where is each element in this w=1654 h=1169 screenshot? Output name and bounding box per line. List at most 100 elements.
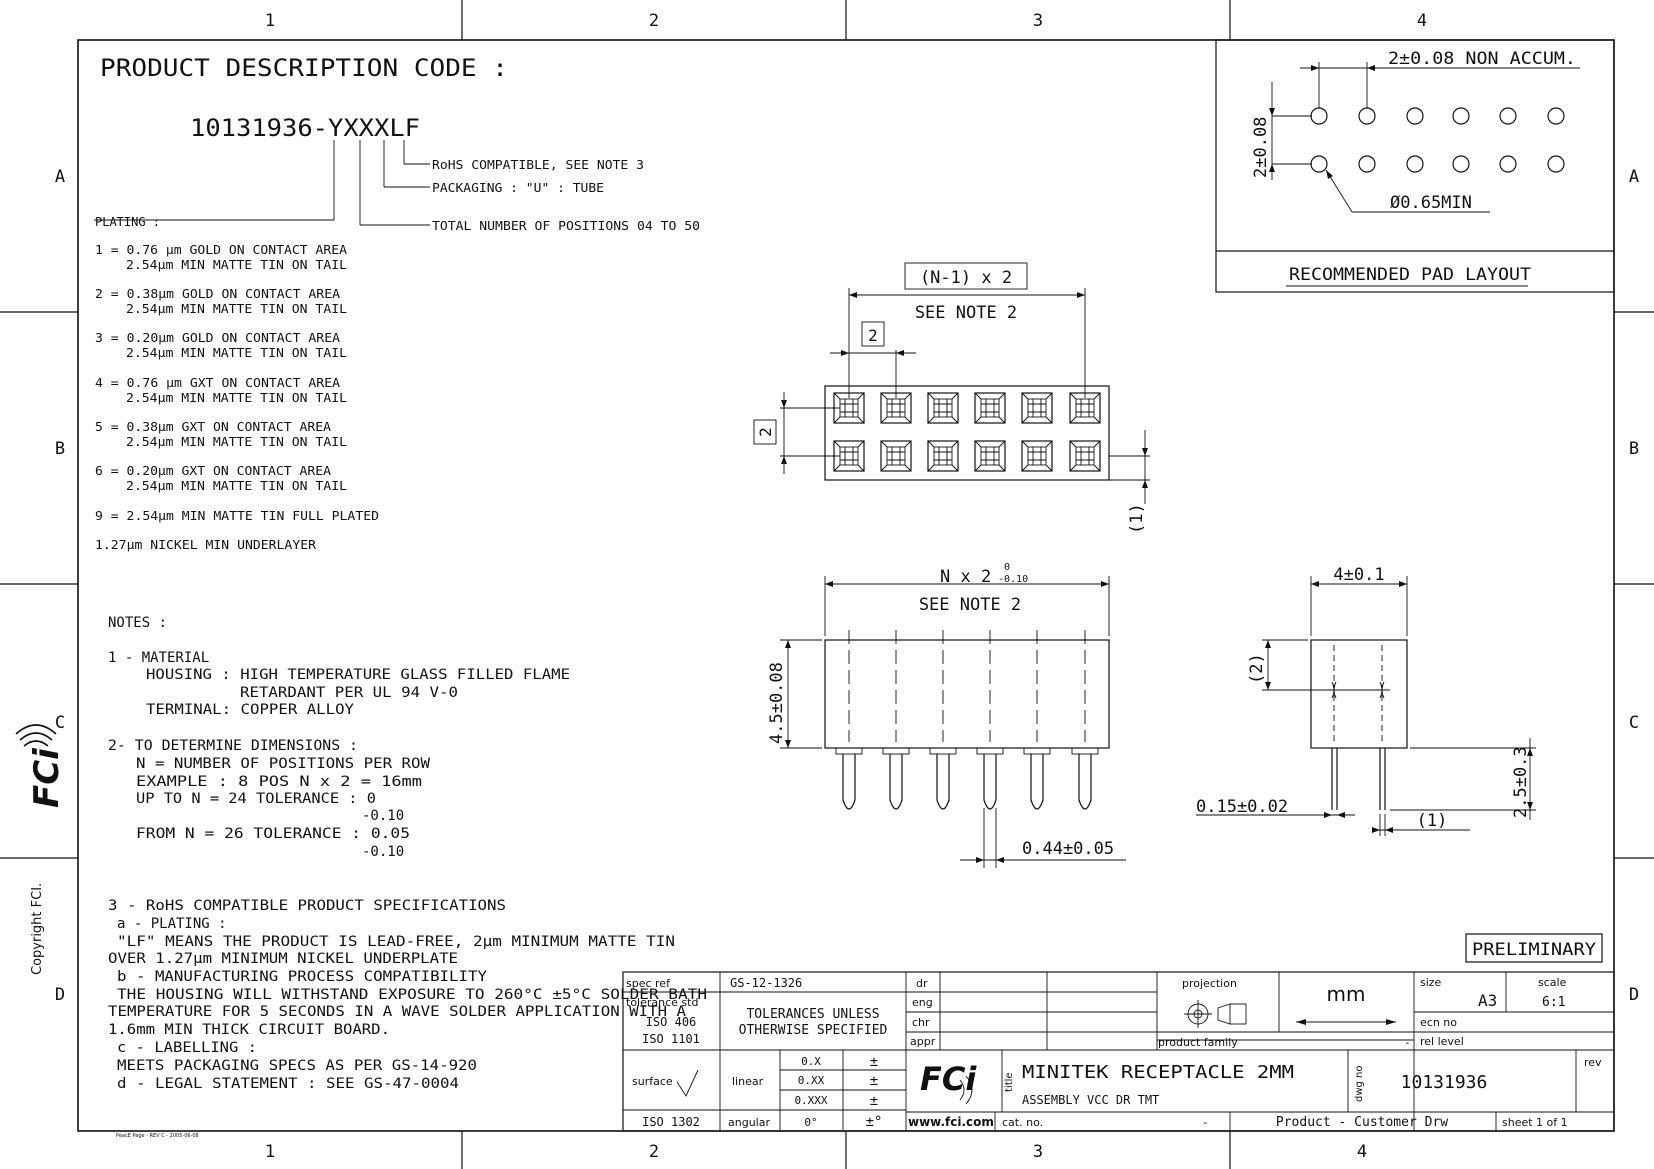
zone-row-right-D: D (1629, 985, 1639, 1005)
zone-labels: 1 2 3 4 1 2 3 4 A B C D A B C D (55, 11, 1639, 1162)
front-view-pin (929, 630, 957, 810)
note-line-18: TEMPERATURE FOR 5 SECONDS IN A WAVE SOLD… (108, 1004, 687, 1020)
pad-hole (1499, 107, 1517, 125)
contact-cavity (974, 392, 1006, 424)
pad-pitch-label: 2±0.08 NON ACCUM. (1388, 49, 1576, 69)
note-line-7: EXAMPLE : 8 POS N x 2 = 16mm (136, 774, 422, 790)
side-logo-waves-icon (15, 724, 57, 747)
zone-col-top-4: 4 (1417, 11, 1427, 31)
contact-cavity (880, 440, 912, 472)
front-view-pins (835, 630, 1099, 810)
plating-1-line2: 2.54µm MIN MATTE TIN ON TAIL (126, 258, 347, 272)
tb-sheet: sheet 1 of 1 (1502, 1116, 1568, 1129)
tb-dr-label: dr (916, 977, 928, 990)
dim-n-x2-tol-lower: -0.10 (998, 574, 1028, 585)
recommended-pad-layout: RECOMMENDED PAD LAYOUT 2±0.08 NON ACCUM.… (1215, 39, 1615, 293)
product-description-code: PRODUCT DESCRIPTION CODE : 10131936-YXXX… (94, 54, 700, 233)
zone-row-left-C: C (55, 713, 65, 733)
tb-title-label: title (1004, 1072, 1015, 1092)
surface-finish-icon (676, 1069, 699, 1097)
zone-row-left-D: D (55, 985, 65, 1005)
dim-row-pitch-box: 2 (756, 427, 775, 437)
contact-cavity (1021, 392, 1053, 424)
tb-tol-x3: 0.XXX (794, 1094, 827, 1107)
note-line-1: 1 - MATERIAL (108, 650, 209, 666)
tb-projection-label: projection (1182, 977, 1237, 990)
tb-iso1101: ISO 1101 (642, 1032, 700, 1046)
plating-3-line2: 2.54µm MIN MATTE TIN ON TAIL (126, 346, 347, 360)
zone-row-right-B: B (1629, 439, 1639, 459)
tb-product-family-label: product family (1158, 1036, 1238, 1049)
preliminary-stamp: PRELIMINARY (1472, 940, 1596, 960)
front-view-pin (1071, 630, 1099, 810)
pad-hole (1406, 107, 1424, 125)
front-view-pin (882, 630, 910, 810)
third-angle-projection-icon (1184, 1000, 1247, 1028)
tb-tol-deg: 0° (804, 1116, 817, 1129)
zone-col-top-1: 1 (265, 11, 275, 31)
dim-see-note-2-top: SEE NOTE 2 (915, 303, 1017, 323)
pad-holes (1310, 107, 1565, 173)
dim-n-minus-1-x2: (N-1) x 2 (920, 268, 1012, 288)
tb-surface-label: surface (632, 1075, 673, 1088)
zone-col-bottom-3: 3 (1033, 1142, 1043, 1162)
tb-pm-2: ± (870, 1073, 878, 1089)
notes-title: NOTES : (108, 615, 167, 631)
dim-see-note-2-front: SEE NOTE 2 (919, 595, 1021, 615)
tb-scale: 6:1 (1542, 995, 1565, 1010)
pdc-plating-label: PLATING : (95, 215, 160, 229)
tb-tol-x2: 0.XX (798, 1074, 825, 1087)
tb-angular-label: angular (728, 1116, 770, 1129)
zone-col-bottom-2: 2 (649, 1142, 659, 1162)
pad-hole (1358, 107, 1376, 125)
tb-eng-label: eng (912, 996, 933, 1009)
pad-hole (1406, 155, 1424, 173)
tb-otherwise: OTHERWISE SPECIFIED (739, 1023, 888, 1038)
tb-spec-ref: GS-12-1326 (730, 976, 802, 990)
tb-pm-deg: ±° (866, 1114, 883, 1130)
tb-dwg-no: 10131936 (1401, 1072, 1488, 1093)
note-line-21: MEETS PACKAGING SPECS AS PER GS-14-920 (117, 1058, 477, 1074)
tb-appr-label: appr (910, 1035, 936, 1048)
plating-4-line1: 4 = 0.76 µm GXT ON CONTACT AREA (95, 376, 341, 390)
plating-4-line2: 2.54µm MIN MATTE TIN ON TAIL (126, 391, 347, 405)
note-line-16: b - MANUFACTURING PROCESS COMPATIBILITY (117, 969, 488, 985)
dim-paren-1-side: (1) (1417, 811, 1448, 831)
contact-cavity (1021, 440, 1053, 472)
top-view-contacts (833, 392, 1101, 472)
tb-website: www.fci.com (908, 1115, 994, 1129)
connector-top-view: (N-1) x 2 SEE NOTE 2 2 2 (1) (753, 262, 1150, 534)
tb-scale-label: scale (1538, 976, 1567, 989)
tb-product-customer: Product - Customer Drw (1276, 1115, 1448, 1130)
tb-cat-label: cat. no. (1002, 1116, 1043, 1129)
note-line-5: 2- TO DETERMINE DIMENSIONS : (108, 738, 358, 754)
dim-tail-length: 2.5±0.3 (1511, 746, 1531, 818)
note-line-12: 3 - RoHS COMPATIBLE PRODUCT SPECIFICATIO… (108, 898, 506, 914)
zone-row-left-A: A (55, 167, 65, 187)
note-line-3: RETARDANT PER UL 94 V-0 (240, 685, 458, 701)
note-line-8: UP TO N = 24 TOLERANCE : 0 (136, 791, 376, 807)
contact-cavity (974, 440, 1006, 472)
tb-rel-level-label: rel level (1420, 1035, 1464, 1048)
pdc-code: 10131936-YXXXLF (190, 114, 420, 142)
pad-layout-caption: RECOMMENDED PAD LAYOUT (1289, 265, 1531, 285)
contact-cavity (927, 392, 959, 424)
dim-pin-width: 0.44±0.05 (1022, 839, 1114, 859)
tb-size-label: size (1420, 976, 1442, 989)
tb-linear-label: linear (732, 1075, 764, 1088)
note-line-15: OVER 1.27µm MINIMUM NICKEL UNDERPLATE (108, 951, 458, 967)
note-line-22: d - LEGAL STATEMENT : SEE GS-47-0004 (117, 1076, 459, 1092)
contact-cavity (833, 440, 865, 472)
plating-6-line1: 6 = 0.20µm GXT ON CONTACT AREA (95, 464, 332, 478)
tb-tol-std-label: tolerance std (626, 996, 698, 1009)
plating-2-line2: 2.54µm MIN MATTE TIN ON TAIL (126, 302, 347, 316)
zone-row-right-C: C (1629, 713, 1639, 733)
pad-hole (1547, 155, 1565, 173)
pad-hole (1547, 107, 1565, 125)
dim-side-width: 4±0.1 (1333, 565, 1384, 585)
side-logo: FCi (15, 724, 67, 808)
dim-paren-2: (2) (1247, 653, 1267, 684)
tb-rev-label: rev (1584, 1056, 1602, 1069)
plating-6-line2: 2.54µm MIN MATTE TIN ON TAIL (126, 479, 347, 493)
